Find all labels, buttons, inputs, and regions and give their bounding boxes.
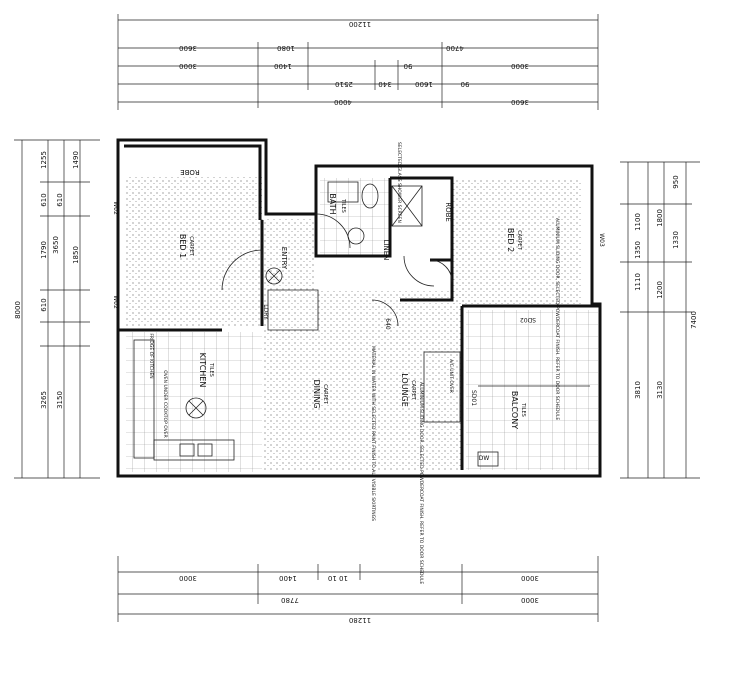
room-label-robe-top: ROBE	[180, 168, 200, 176]
door-tag-sd02: SD02	[520, 316, 536, 323]
dim-right-2: 1800	[656, 209, 664, 227]
room-label-entry: ENTRY	[280, 247, 288, 270]
dim-left-inner-6: 610	[56, 193, 64, 206]
note-lounge-door: ALUMINIUM SLIDING DOOR. SELECTED POWDERC…	[418, 382, 424, 584]
dim-bottom-overall: 11280	[349, 616, 371, 624]
room-label-bed2-finish: CARPET	[516, 230, 522, 251]
dim-left-inner-8: 1490	[72, 151, 80, 169]
room-label-kitchen: KITCHEN	[198, 353, 207, 388]
dim-top-row3-1: 3600	[511, 98, 529, 106]
dim-right-3: 1330	[672, 231, 680, 249]
room-labels: BED 1 CARPET ROBE ENTRY BATH TILES LINEN…	[178, 168, 526, 429]
dim-bottom-row1-2: 10 10	[328, 574, 348, 582]
note-bath-glass: SELECTED GLASS SHOWER SCREEN	[396, 142, 402, 223]
note-dim-640: 640	[384, 318, 391, 330]
dim-top-row2-0: 3000	[179, 62, 197, 70]
appliance-tag-dw: DW	[479, 455, 490, 462]
dim-top-row3-0: 4000	[334, 98, 352, 106]
right-dimension-chains: 7400 950 1100 1800 1330 1350 1110 1200 3…	[620, 161, 700, 479]
dim-top-row2-6: 90	[461, 80, 470, 88]
dim-left-inner-4: 3265	[40, 391, 48, 409]
room-label-bath-finish: TILES	[340, 198, 346, 213]
dim-left-outer: 8000	[14, 301, 22, 319]
room-label-lounge-finish: CARPET	[410, 380, 416, 401]
dim-right-6: 1200	[656, 281, 664, 299]
room-label-bed1: BED 1	[178, 234, 187, 258]
dim-left-inner-5: 3150	[56, 391, 64, 409]
dim-right-1: 1100	[634, 213, 642, 231]
dim-left-inner-0: 1255	[40, 151, 48, 169]
room-label-lounge: LOUNGE	[400, 373, 409, 407]
note-kitchen-oven: OVEN UNDER COOKTOP OVER	[162, 370, 168, 437]
dim-left-inner-7: 1850	[72, 246, 80, 264]
dim-bottom-row1-0: 3000	[179, 574, 197, 582]
note-bed2-door: ALUMINIUM SLIDING DOOR. SELECTED POWDERC…	[554, 218, 560, 420]
dim-bottom-row2-0: 7780	[281, 596, 299, 604]
dim-top-row2-7: 3000	[511, 62, 529, 70]
door-swings	[221, 213, 453, 327]
room-label-linen: LINEN	[382, 240, 390, 261]
note-dining: MATERIAL IN WATER WITH SELECTED PAINT FI…	[370, 346, 376, 521]
dim-top-row2-1: 1400	[274, 62, 292, 70]
dim-bottom-row2-1: 3000	[521, 596, 539, 604]
dim-top-row2-3: 90	[404, 62, 413, 70]
dim-left-inner-2: 1790	[40, 241, 48, 259]
left-dimension-chains: 8000 3650 1255 610 1790 610 3265 3150 61…	[14, 139, 100, 479]
room-label-bed2: BED 2	[506, 228, 515, 252]
fixtures	[133, 181, 590, 467]
room-label-robe-right: ROBE	[444, 202, 452, 222]
window-tag-w02-bottom: W02	[112, 295, 119, 309]
walls	[116, 138, 602, 478]
room-label-balcony: BALCONY	[510, 391, 519, 429]
room-label-kitchen-finish: TILES	[208, 362, 214, 377]
dim-top-row2-2: 2510	[335, 80, 353, 88]
bottom-dimension-chains: 3000 1400 10 10 3000 7780 3000 11280	[117, 556, 599, 624]
room-label-dining: DINING	[312, 379, 321, 408]
door-tag-sd01: SD01	[470, 390, 477, 406]
floor-finishes	[126, 176, 598, 472]
dim-right-outer: 7400	[690, 311, 698, 329]
room-label-laundry: LDRY	[262, 304, 269, 320]
room-label-dining-finish: CARPET	[322, 384, 328, 405]
note-kitchen-fridge: FRIDGE OF KITCHEN	[148, 333, 154, 378]
room-label-balcony-finish: TILES	[520, 402, 526, 417]
dim-top-overall: 11200	[349, 20, 371, 28]
dim-left-inner-1: 610	[40, 193, 48, 206]
top-dimension-chains: 11200 3600 1080 4700 3000 1400 2510 90 1…	[117, 14, 599, 110]
dim-right-0: 950	[672, 175, 680, 188]
dim-left-inner-3: 610	[40, 298, 48, 311]
dim-left-mid-0: 3650	[52, 236, 60, 254]
dim-right-5: 1110	[634, 273, 642, 291]
dim-right-7: 3810	[634, 381, 642, 399]
dim-top-row1-1: 1080	[277, 44, 295, 52]
dim-bottom-row1-1: 1400	[279, 574, 297, 582]
room-label-bath: BATH	[328, 193, 337, 214]
dim-bottom-row1-3: 3000	[521, 574, 539, 582]
dim-right-8: 3130	[656, 381, 664, 399]
note-ac-unit: A/C UNIT OVER	[448, 359, 454, 393]
room-label-bed1-finish: CARPET	[188, 236, 194, 257]
opening-tags: W02 W02 W03 SD01 SD02 DW	[112, 201, 605, 462]
window-tag-w03: W03	[598, 233, 605, 247]
dim-top-row2-5: 340	[378, 80, 391, 88]
window-tag-w02-top: W02	[112, 201, 119, 215]
dim-right-4: 1350	[634, 241, 642, 259]
dim-top-row2-4: 1600	[415, 80, 433, 88]
dim-top-row1-2: 4700	[446, 44, 464, 52]
dim-top-row1-0: 3600	[179, 44, 197, 52]
notes: ALUMINIUM SLIDING DOOR. SELECTED POWDERC…	[148, 142, 560, 584]
